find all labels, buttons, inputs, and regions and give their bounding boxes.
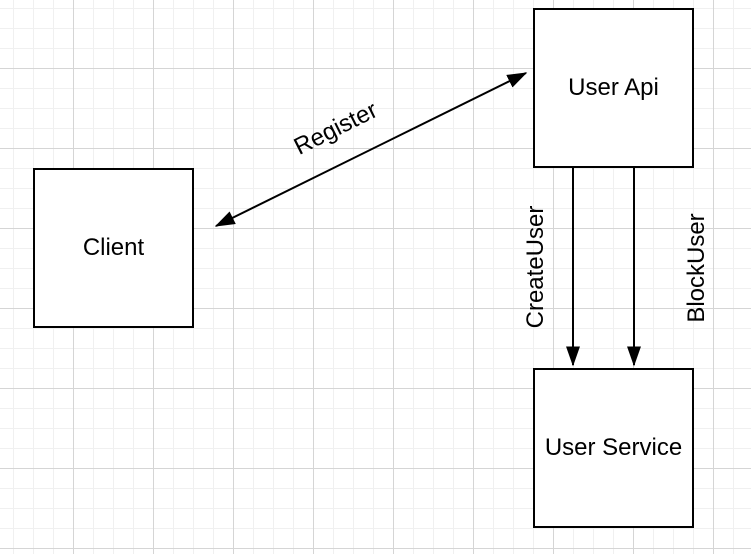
edge-register[interactable]: [214, 72, 528, 227]
node-user-service-label: User Service: [544, 434, 683, 461]
edge-label-block-user[interactable]: BlockUser: [683, 213, 710, 323]
node-client-label: Client: [82, 234, 145, 261]
node-client[interactable]: Client: [33, 168, 194, 328]
node-user-service[interactable]: User Service: [533, 368, 694, 528]
node-user-api-label: User Api: [568, 74, 659, 101]
edge-label-create-user[interactable]: CreateUser: [522, 205, 549, 329]
node-user-api[interactable]: User Api: [533, 8, 694, 168]
edge-register-line[interactable]: [214, 72, 528, 227]
